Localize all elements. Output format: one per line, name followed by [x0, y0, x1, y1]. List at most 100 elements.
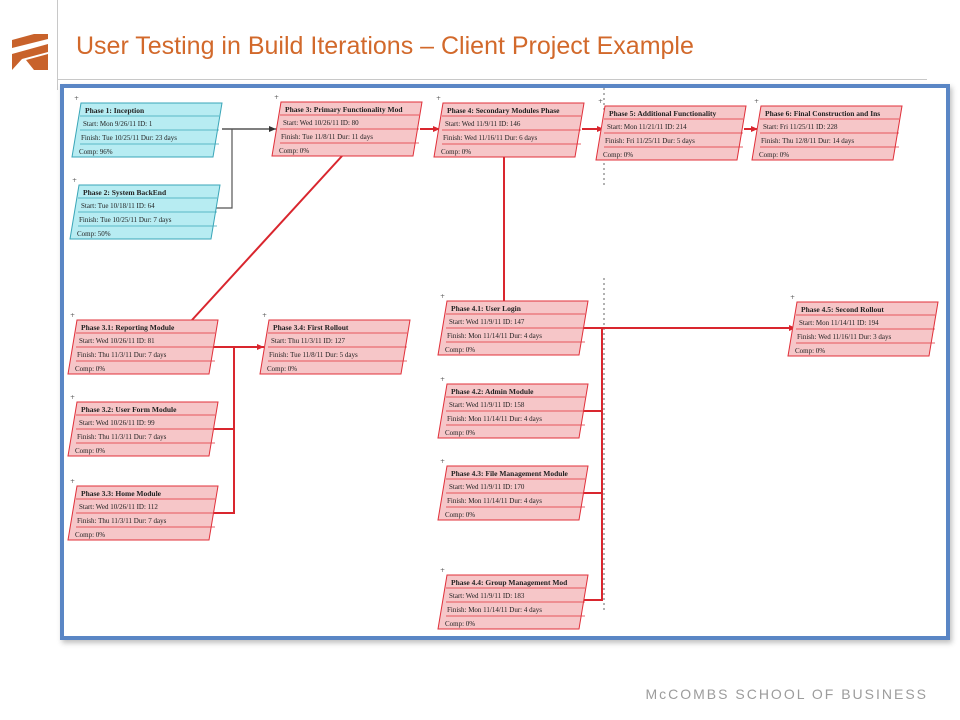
task-start: Start: Wed 11/9/11 ID: 158 [449, 401, 525, 409]
task-comp: Comp: 0% [759, 151, 789, 159]
task-start: Start: Wed 10/26/11 ID: 99 [79, 419, 155, 427]
task-name: Phase 5: Additional Functionality [609, 109, 717, 118]
task-name: Phase 1: Inception [85, 106, 145, 115]
task-comp: Comp: 0% [279, 147, 309, 155]
divider-vertical [57, 0, 58, 90]
collapse-marker[interactable]: + [74, 95, 79, 102]
task-start: Start: Thu 11/3/11 ID: 127 [271, 337, 346, 345]
task-start: Start: Mon 9/26/11 ID: 1 [83, 120, 153, 128]
task-name: Phase 3.3: Home Module [81, 489, 162, 498]
collapse-marker[interactable]: + [440, 458, 445, 465]
task-name: Phase 4.2: Admin Module [451, 387, 534, 396]
task-start: Start: Wed 10/26/11 ID: 80 [283, 119, 359, 127]
task-name: Phase 4.1: User Login [451, 304, 522, 313]
task-comp: Comp: 0% [795, 347, 825, 355]
collapse-marker[interactable]: + [598, 98, 603, 105]
task-finish: Finish: Mon 11/14/11 Dur: 4 days [447, 606, 542, 614]
task-start: Start: Tue 10/18/11 ID: 64 [81, 202, 155, 210]
task-finish: Finish: Tue 11/8/11 Dur: 11 days [281, 133, 373, 141]
task-comp: Comp: 0% [603, 151, 633, 159]
task-finish: Finish: Mon 11/14/11 Dur: 4 days [447, 497, 542, 505]
dependency-link [212, 129, 233, 209]
task-name: Phase 3.2: User Form Module [81, 405, 177, 414]
collapse-marker[interactable]: + [440, 567, 445, 574]
collapse-marker[interactable]: + [440, 293, 445, 300]
dependency-link [579, 410, 603, 601]
task-start: Start: Wed 10/26/11 ID: 81 [79, 337, 155, 345]
task-finish: Finish: Tue 10/25/11 Dur: 7 days [79, 216, 172, 224]
collapse-marker[interactable]: + [262, 312, 267, 319]
task-start: Start: Fri 11/25/11 ID: 228 [763, 123, 838, 131]
task-name: Phase 6: Final Construction and Ins [765, 109, 880, 118]
tower-logo-icon [12, 34, 48, 70]
collapse-marker[interactable]: + [70, 394, 75, 401]
task-node-p4[interactable]: + Phase 4: Secondary Modules PhaseStart: … [433, 95, 585, 158]
task-finish: Finish: Thu 11/3/11 Dur: 7 days [77, 351, 167, 359]
task-finish: Finish: Tue 11/8/11 Dur: 5 days [269, 351, 358, 359]
school-footer: McCOMBS SCHOOL OF BUSINESS [645, 686, 928, 702]
collapse-marker[interactable]: + [790, 294, 795, 301]
task-name: Phase 4.5: Second Rollout [801, 305, 884, 314]
task-name: Phase 4.3: File Management Module [451, 469, 569, 478]
task-name: Phase 3: Primary Functionality Mod [285, 105, 403, 114]
task-name: Phase 4: Secondary Modules Phase [447, 106, 560, 115]
task-comp: Comp: 0% [75, 365, 105, 373]
task-comp: Comp: 96% [79, 148, 113, 156]
collapse-marker[interactable]: + [72, 177, 77, 184]
task-finish: Finish: Wed 11/16/11 Dur: 6 days [443, 134, 538, 142]
collapse-marker[interactable]: + [440, 376, 445, 383]
task-comp: Comp: 0% [445, 429, 475, 437]
task-comp: Comp: 0% [445, 346, 475, 354]
page-title: User Testing in Build Iterations – Clien… [76, 32, 694, 60]
task-comp: Comp: 0% [441, 148, 471, 156]
task-name: Phase 2: System BackEnd [83, 188, 167, 197]
task-name: Phase 4.4: Group Management Mod [451, 578, 568, 587]
dependency-link [191, 155, 343, 321]
task-name: Phase 3.1: Reporting Module [81, 323, 175, 332]
task-start: Start: Wed 11/9/11 ID: 170 [449, 483, 525, 491]
collapse-marker[interactable]: + [70, 478, 75, 485]
task-comp: Comp: 0% [75, 447, 105, 455]
task-comp: Comp: 50% [77, 230, 111, 238]
task-node-p3[interactable]: + Phase 3: Primary Functionality ModStart… [271, 94, 423, 157]
collapse-marker[interactable]: + [754, 98, 759, 105]
task-name: Phase 3.4: First Rollout [273, 323, 349, 332]
task-start: Start: Wed 11/9/11 ID: 146 [445, 120, 521, 128]
task-finish: Finish: Mon 11/14/11 Dur: 4 days [447, 332, 542, 340]
task-node-p5[interactable]: + Phase 5: Additional FunctionalityStart:… [595, 98, 747, 161]
task-comp: Comp: 0% [75, 531, 105, 539]
collapse-marker[interactable]: + [274, 94, 279, 101]
task-comp: Comp: 0% [445, 620, 475, 628]
collapse-marker[interactable]: + [70, 312, 75, 319]
task-start: Start: Mon 11/21/11 ID: 214 [607, 123, 687, 131]
task-start: Start: Wed 11/9/11 ID: 183 [449, 592, 525, 600]
task-finish: Finish: Thu 11/3/11 Dur: 7 days [77, 433, 167, 441]
collapse-marker[interactable]: + [436, 95, 441, 102]
task-start: Start: Mon 11/14/11 ID: 194 [799, 319, 879, 327]
task-finish: Finish: Fri 11/25/11 Dur: 5 days [605, 137, 695, 145]
task-comp: Comp: 0% [445, 511, 475, 519]
task-finish: Finish: Wed 11/16/11 Dur: 3 days [797, 333, 892, 341]
task-start: Start: Wed 11/9/11 ID: 147 [449, 318, 525, 326]
task-comp: Comp: 0% [267, 365, 297, 373]
task-finish: Finish: Mon 11/14/11 Dur: 4 days [447, 415, 542, 423]
task-node-p43[interactable]: + Phase 4.3: File Management ModuleStart:… [437, 458, 589, 521]
task-node-p6[interactable]: + Phase 6: Final Construction and InsStar… [751, 98, 903, 161]
task-start: Start: Wed 10/26/11 ID: 112 [79, 503, 158, 511]
task-finish: Finish: Thu 11/3/11 Dur: 7 days [77, 517, 167, 525]
divider-horizontal [57, 79, 927, 80]
task-finish: Finish: Tue 10/25/11 Dur: 23 days [81, 134, 177, 142]
task-finish: Finish: Thu 12/8/11 Dur: 14 days [761, 137, 854, 145]
